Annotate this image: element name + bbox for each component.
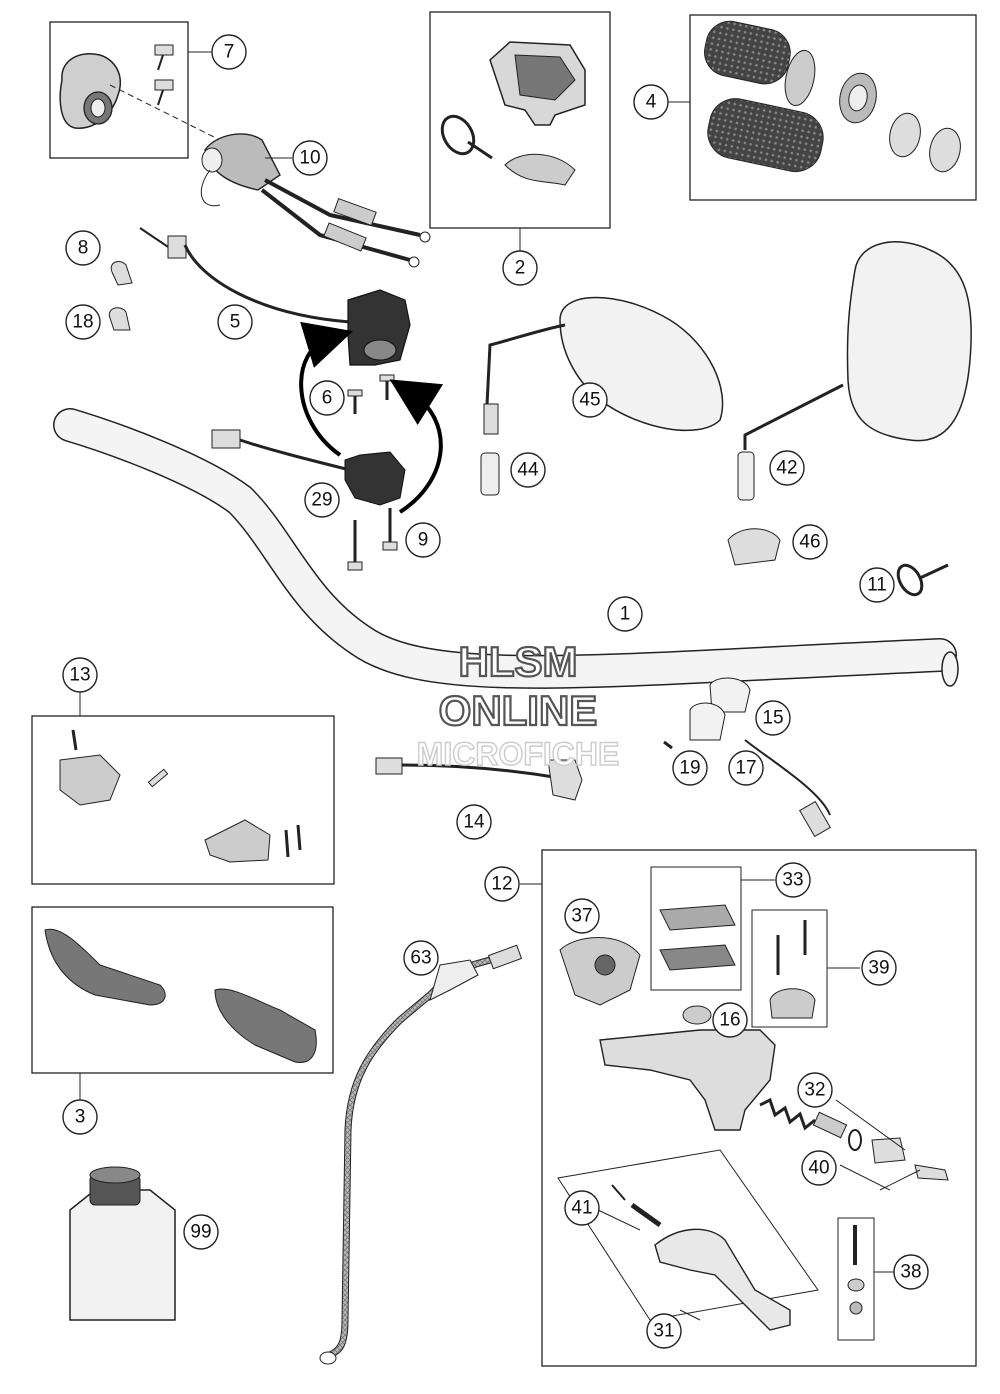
box-mount-kit bbox=[31, 690, 335, 885]
callout-15: 15 bbox=[755, 700, 791, 736]
callout-37: 37 bbox=[564, 898, 600, 934]
watermark-line2: ONLINE bbox=[439, 687, 598, 734]
assembly-arrows bbox=[299, 321, 444, 514]
callout-11: 11 bbox=[859, 567, 895, 603]
svg-text:38: 38 bbox=[900, 1262, 921, 1283]
svg-text:63: 63 bbox=[410, 948, 431, 969]
svg-text:33: 33 bbox=[782, 870, 803, 891]
clamp-wire bbox=[663, 677, 831, 838]
svg-text:29: 29 bbox=[311, 490, 332, 511]
watermark: HLSM ONLINE MICROFICHE bbox=[416, 637, 620, 773]
callout-18: 18 bbox=[65, 304, 101, 340]
svg-text:99: 99 bbox=[190, 1222, 211, 1243]
svg-text:1: 1 bbox=[620, 604, 631, 625]
svg-text:13: 13 bbox=[69, 665, 90, 686]
callout-29: 29 bbox=[304, 482, 340, 518]
svg-text:46: 46 bbox=[799, 532, 820, 553]
screws-6 bbox=[347, 374, 395, 414]
callout-32: 32 bbox=[797, 1072, 833, 1108]
callout-99: 99 bbox=[183, 1214, 219, 1250]
svg-text:17: 17 bbox=[735, 758, 756, 779]
handlebar bbox=[53, 408, 959, 689]
callout-38: 38 bbox=[893, 1254, 929, 1290]
sensor-wire bbox=[375, 757, 583, 801]
callout-63: 63 bbox=[403, 940, 439, 976]
svg-text:45: 45 bbox=[579, 390, 600, 411]
svg-text:4: 4 bbox=[646, 92, 657, 113]
svg-text:15: 15 bbox=[762, 708, 783, 729]
callout-44: 44 bbox=[510, 452, 546, 488]
svg-text:2: 2 bbox=[515, 258, 526, 279]
mirror-right bbox=[727, 241, 972, 566]
svg-text:10: 10 bbox=[299, 148, 320, 169]
callout-42: 42 bbox=[769, 450, 805, 486]
cable-tie bbox=[896, 563, 949, 597]
callout-41: 41 bbox=[564, 1190, 600, 1226]
svg-text:41: 41 bbox=[571, 1198, 592, 1219]
callout-3: 3 bbox=[62, 1099, 98, 1135]
svg-text:14: 14 bbox=[463, 812, 485, 833]
svg-text:9: 9 bbox=[418, 530, 429, 551]
svg-text:18: 18 bbox=[72, 312, 93, 333]
svg-text:31: 31 bbox=[653, 1321, 674, 1342]
svg-text:16: 16 bbox=[719, 1010, 740, 1031]
fluid-bottle bbox=[69, 1166, 176, 1321]
callout-40: 40 bbox=[801, 1150, 837, 1186]
callout-13: 13 bbox=[62, 657, 98, 693]
callout-12: 12 bbox=[484, 866, 520, 902]
throttle-housing-cables bbox=[200, 133, 431, 268]
brake-line bbox=[319, 944, 523, 1365]
svg-text:37: 37 bbox=[571, 906, 592, 927]
switch-lower-wire bbox=[211, 429, 406, 506]
box-handguards bbox=[31, 906, 334, 1100]
callout-7: 7 bbox=[211, 34, 247, 70]
svg-text:6: 6 bbox=[322, 388, 333, 409]
callout-19: 19 bbox=[672, 750, 708, 786]
callout-8: 8 bbox=[65, 230, 101, 266]
callout-16: 16 bbox=[712, 1002, 748, 1038]
box-grips bbox=[666, 14, 977, 201]
clip-parts bbox=[108, 261, 133, 331]
callout-9: 9 bbox=[405, 522, 441, 558]
callout-10: 10 bbox=[292, 140, 328, 176]
callout-6: 6 bbox=[309, 380, 345, 416]
svg-text:5: 5 bbox=[230, 312, 241, 333]
svg-text:8: 8 bbox=[78, 238, 89, 259]
svg-text:3: 3 bbox=[75, 1107, 86, 1128]
svg-text:44: 44 bbox=[517, 460, 539, 481]
callout-46: 46 bbox=[792, 524, 828, 560]
callout-39: 39 bbox=[861, 950, 897, 986]
svg-text:19: 19 bbox=[679, 758, 700, 779]
svg-text:42: 42 bbox=[776, 458, 797, 479]
callout-14: 14 bbox=[456, 804, 492, 840]
box-switch-housing bbox=[49, 21, 241, 159]
svg-text:39: 39 bbox=[868, 958, 889, 979]
callout-4: 4 bbox=[633, 84, 669, 120]
svg-text:40: 40 bbox=[808, 1158, 829, 1179]
callout-45: 45 bbox=[572, 382, 608, 418]
callout-5: 5 bbox=[217, 304, 253, 340]
watermark-line3: MICROFICHE bbox=[417, 736, 620, 772]
screws-9 bbox=[347, 508, 398, 571]
callout-17: 17 bbox=[728, 750, 764, 786]
box-master-cylinder bbox=[520, 849, 977, 1367]
switch-with-wire bbox=[139, 227, 411, 366]
watermark-line1: HLSM bbox=[459, 638, 578, 685]
callout-group: 7 10 2 4 8 18 5 6 29 9 45 44 42 46 11 1 … bbox=[62, 34, 929, 1349]
svg-text:32: 32 bbox=[804, 1080, 825, 1101]
callout-31: 31 bbox=[646, 1313, 682, 1349]
box-top-cover bbox=[429, 11, 611, 252]
callout-33: 33 bbox=[775, 862, 811, 898]
callout-2: 2 bbox=[502, 250, 538, 286]
svg-text:7: 7 bbox=[224, 42, 235, 63]
callout-1: 1 bbox=[607, 596, 643, 632]
svg-text:11: 11 bbox=[867, 575, 887, 596]
svg-text:12: 12 bbox=[491, 874, 512, 895]
